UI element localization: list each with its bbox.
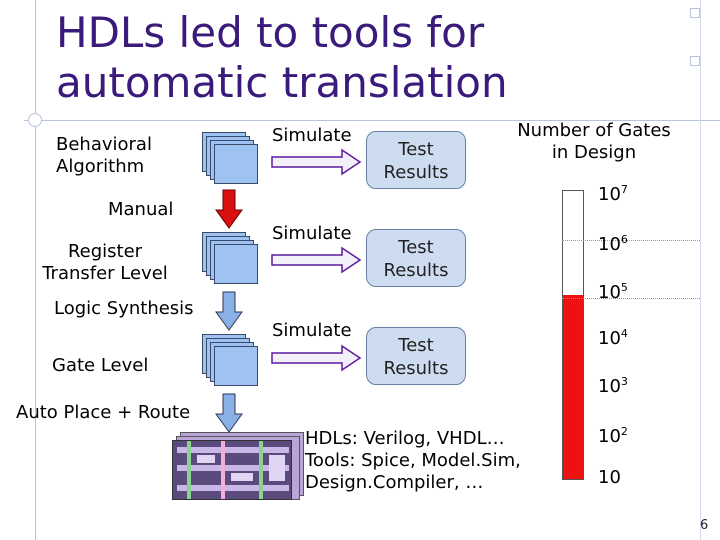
- gauge-label-10e4: 104: [598, 327, 628, 349]
- gauge-label-10: 10: [598, 467, 621, 488]
- gauge-label-10e3: 103: [598, 375, 628, 397]
- gate-count-gauge: [562, 190, 584, 480]
- gate-doc-stack-icon: [202, 334, 262, 388]
- simulate-label-1: Simulate: [272, 125, 352, 146]
- gauge-heading-line1: Number of Gates: [517, 120, 671, 141]
- test-results-box-3: Test Results: [366, 327, 466, 385]
- slide-title-line1: HDLs led to tools for: [56, 8, 485, 57]
- gate-level-label: Gate Level: [52, 355, 149, 376]
- auto-place-route-label: Auto Place + Route: [16, 402, 191, 423]
- rtl-label: Register Transfer Level: [30, 241, 180, 285]
- guide-line-horizontal: [24, 120, 720, 121]
- simulate-arrow-icon-2: [271, 246, 362, 274]
- test-results-line2: Results: [383, 260, 449, 281]
- slide-title: HDLs led to tools for automatic translat…: [56, 8, 696, 108]
- test-results-line1: Test: [398, 139, 434, 160]
- guide-line-vertical: [35, 0, 36, 540]
- tools-note-line1: HDLs: Verilog, VHDL…: [305, 428, 505, 449]
- gauge-tick-line: [562, 298, 700, 299]
- test-results-line2: Results: [383, 358, 449, 379]
- guide-line-right: [700, 0, 701, 540]
- test-results-line2: Results: [383, 162, 449, 183]
- test-results-box-1: Test Results: [366, 131, 466, 189]
- slide-title-line2: automatic translation: [56, 58, 508, 107]
- rtl-line2: Transfer Level: [42, 263, 168, 284]
- gate-count-gauge-fill: [563, 294, 583, 479]
- place-route-down-arrow-icon: [215, 393, 243, 433]
- gauge-tick-line: [562, 240, 700, 241]
- gauge-label-10e7: 107: [598, 183, 628, 205]
- tools-note-line2: Tools: Spice, Model.Sim,: [305, 450, 521, 471]
- manual-down-arrow-icon: [215, 189, 243, 229]
- simulate-label-2: Simulate: [272, 223, 352, 244]
- gauge-heading-line2: in Design: [551, 142, 637, 163]
- guide-square: [690, 56, 700, 66]
- manual-label: Manual: [108, 199, 174, 220]
- chip-layout-image: [172, 440, 292, 500]
- simulate-label-3: Simulate: [272, 320, 352, 341]
- behavioral-line1: Behavioral: [56, 134, 152, 155]
- synthesis-down-arrow-icon: [215, 291, 243, 331]
- gauge-heading: Number of Gates in Design: [490, 120, 698, 164]
- behavioral-algorithm-label: Behavioral Algorithm: [56, 134, 152, 178]
- page-number: 6: [700, 518, 709, 533]
- rtl-doc-stack-icon: [202, 232, 262, 286]
- simulate-arrow-icon-3: [271, 344, 362, 372]
- gauge-label-10e6: 106: [598, 233, 628, 255]
- gauge-label-10e5: 105: [598, 281, 628, 303]
- behavioral-line2: Algorithm: [56, 156, 145, 177]
- simulate-arrow-icon-1: [271, 148, 362, 176]
- test-results-box-2: Test Results: [366, 229, 466, 287]
- test-results-line1: Test: [398, 335, 434, 356]
- rtl-line1: Register: [67, 241, 143, 262]
- tools-note: HDLs: Verilog, VHDL… Tools: Spice, Model…: [305, 428, 521, 494]
- behavioral-doc-stack-icon: [202, 132, 262, 186]
- guide-circle: [28, 113, 42, 127]
- gauge-label-10e2: 102: [598, 425, 628, 447]
- tools-note-line3: Design.Compiler, …: [305, 472, 484, 493]
- logic-synthesis-label: Logic Synthesis: [54, 298, 194, 319]
- test-results-line1: Test: [398, 237, 434, 258]
- guide-square: [690, 8, 700, 18]
